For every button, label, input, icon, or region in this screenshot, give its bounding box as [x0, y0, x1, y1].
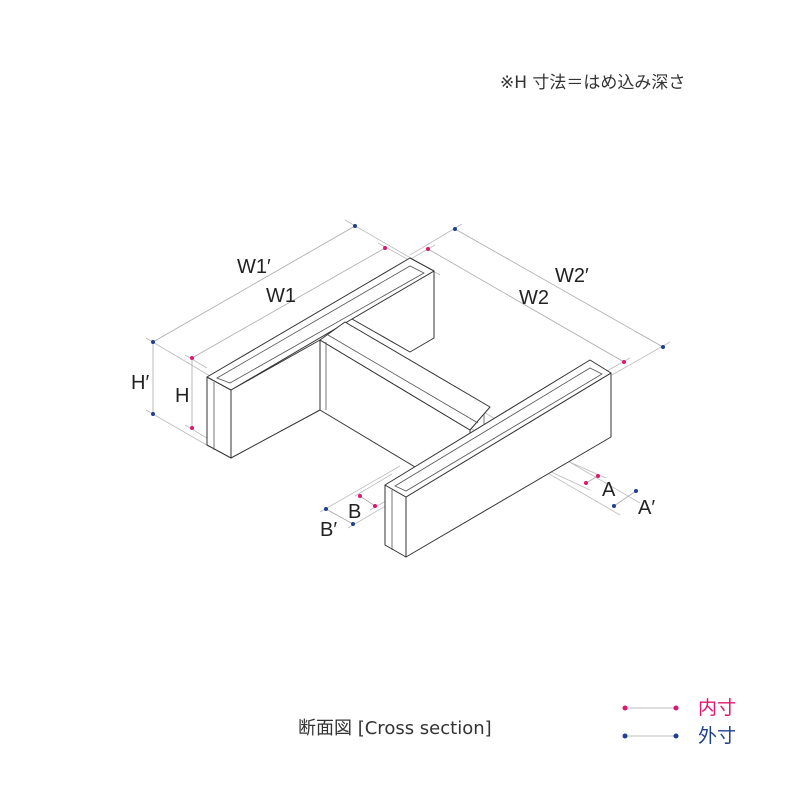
- w1-outer-dot: [151, 340, 155, 344]
- legend: 内寸 外寸: [622, 697, 736, 747]
- a-outer-dot: [634, 489, 638, 493]
- h-inner-label: H: [175, 385, 189, 407]
- a-inner-label: A: [602, 479, 616, 501]
- w1-outer-dot: [353, 224, 357, 228]
- w1-outer-label: W1′: [237, 256, 271, 278]
- a-inner-dot: [596, 474, 600, 478]
- b-inner-dot: [373, 504, 377, 508]
- w1-inner-dot: [190, 356, 194, 360]
- diagram-caption: 断面図 [Cross section]: [298, 718, 492, 739]
- w1-inner-label: W1: [266, 285, 296, 307]
- b-outer-label: B′: [320, 519, 337, 541]
- w2-inner-label: W2: [519, 287, 549, 309]
- a-outer-dot: [612, 504, 616, 508]
- depth-note: ※H 寸法＝はめ込み深さ: [500, 73, 686, 93]
- legend-label-outer: 外寸: [698, 725, 736, 747]
- h-outer-dot: [151, 412, 155, 416]
- outer-dot-icon: [673, 733, 679, 739]
- w2-inner-dot: [622, 360, 626, 364]
- w2-outer-label: W2′: [555, 265, 589, 287]
- b-inner-dot: [358, 494, 362, 498]
- h-outer-label: H′: [131, 372, 149, 394]
- legend-item-outer: 外寸: [622, 725, 736, 747]
- a-inner-dot: [584, 481, 588, 485]
- w2-outer-dot: [453, 227, 457, 231]
- w1-inner-dot: [383, 246, 387, 250]
- b-outer-dot: [351, 522, 355, 526]
- outer-dimension-dots: [151, 224, 665, 526]
- w2-outer-dot: [661, 345, 665, 349]
- h-inner-dot: [190, 426, 194, 430]
- legend-label-inner: 内寸: [698, 697, 736, 719]
- legend-item-inner: 内寸: [622, 697, 736, 719]
- left-arm: [206, 257, 435, 459]
- right-arm: [384, 359, 612, 558]
- inner-dot-icon: [622, 705, 628, 711]
- b-outer-dot: [324, 507, 328, 511]
- inner-dot-icon: [673, 705, 679, 711]
- outer-dot-icon: [622, 733, 628, 739]
- inner-dimension-dots: [190, 246, 626, 508]
- a-outer-label: A′: [638, 497, 655, 519]
- b-inner-label: B: [348, 501, 361, 523]
- w2-inner-dot: [426, 247, 430, 251]
